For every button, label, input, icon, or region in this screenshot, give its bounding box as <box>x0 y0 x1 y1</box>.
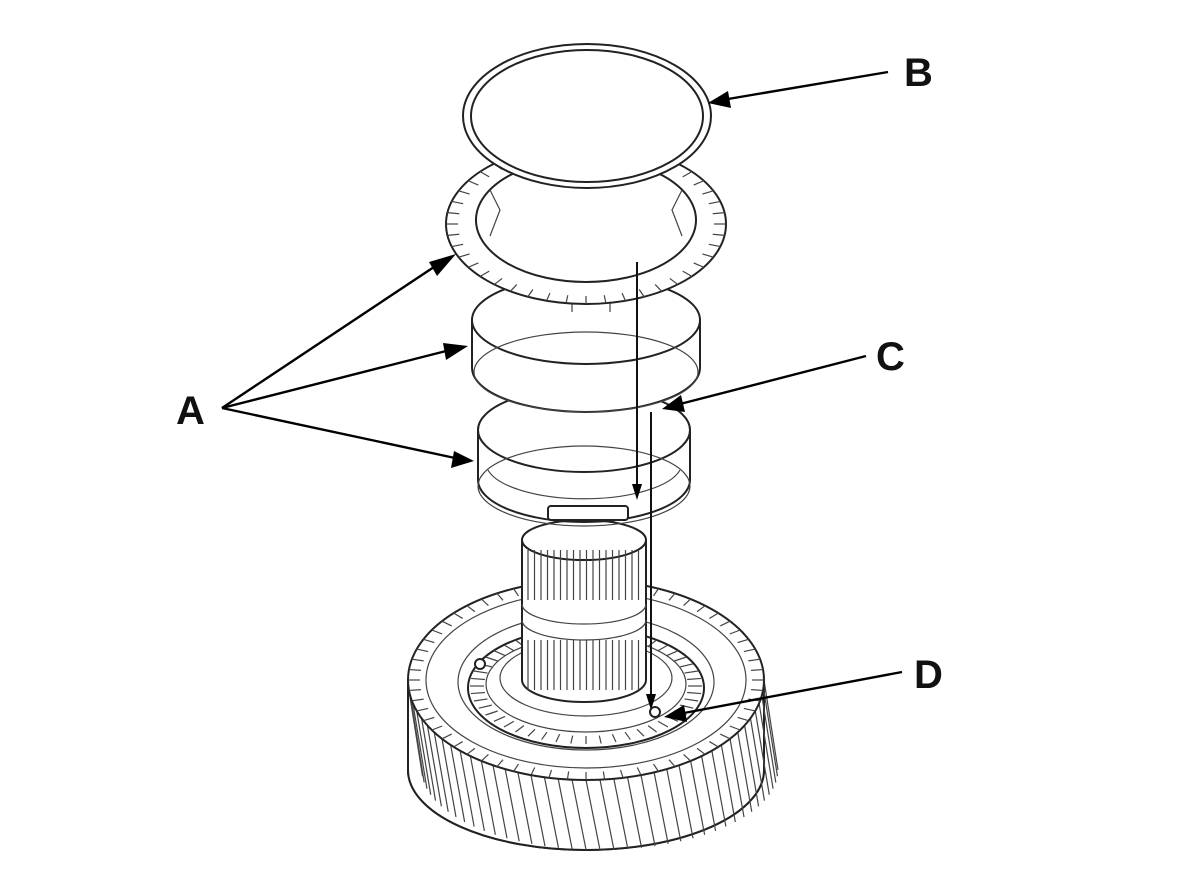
gear-helical-teeth <box>407 679 779 851</box>
synchro-ring-upper <box>445 143 727 305</box>
callout-labels: A B C D <box>176 51 943 697</box>
callout-c: C <box>876 335 905 379</box>
alignment-lines <box>632 262 656 710</box>
spring-ring <box>462 43 712 189</box>
splined-shaft <box>521 519 647 703</box>
callout-b: B <box>904 51 933 95</box>
callout-d: D <box>914 653 943 697</box>
callout-a: A <box>176 389 205 433</box>
leader-lines <box>221 70 903 722</box>
